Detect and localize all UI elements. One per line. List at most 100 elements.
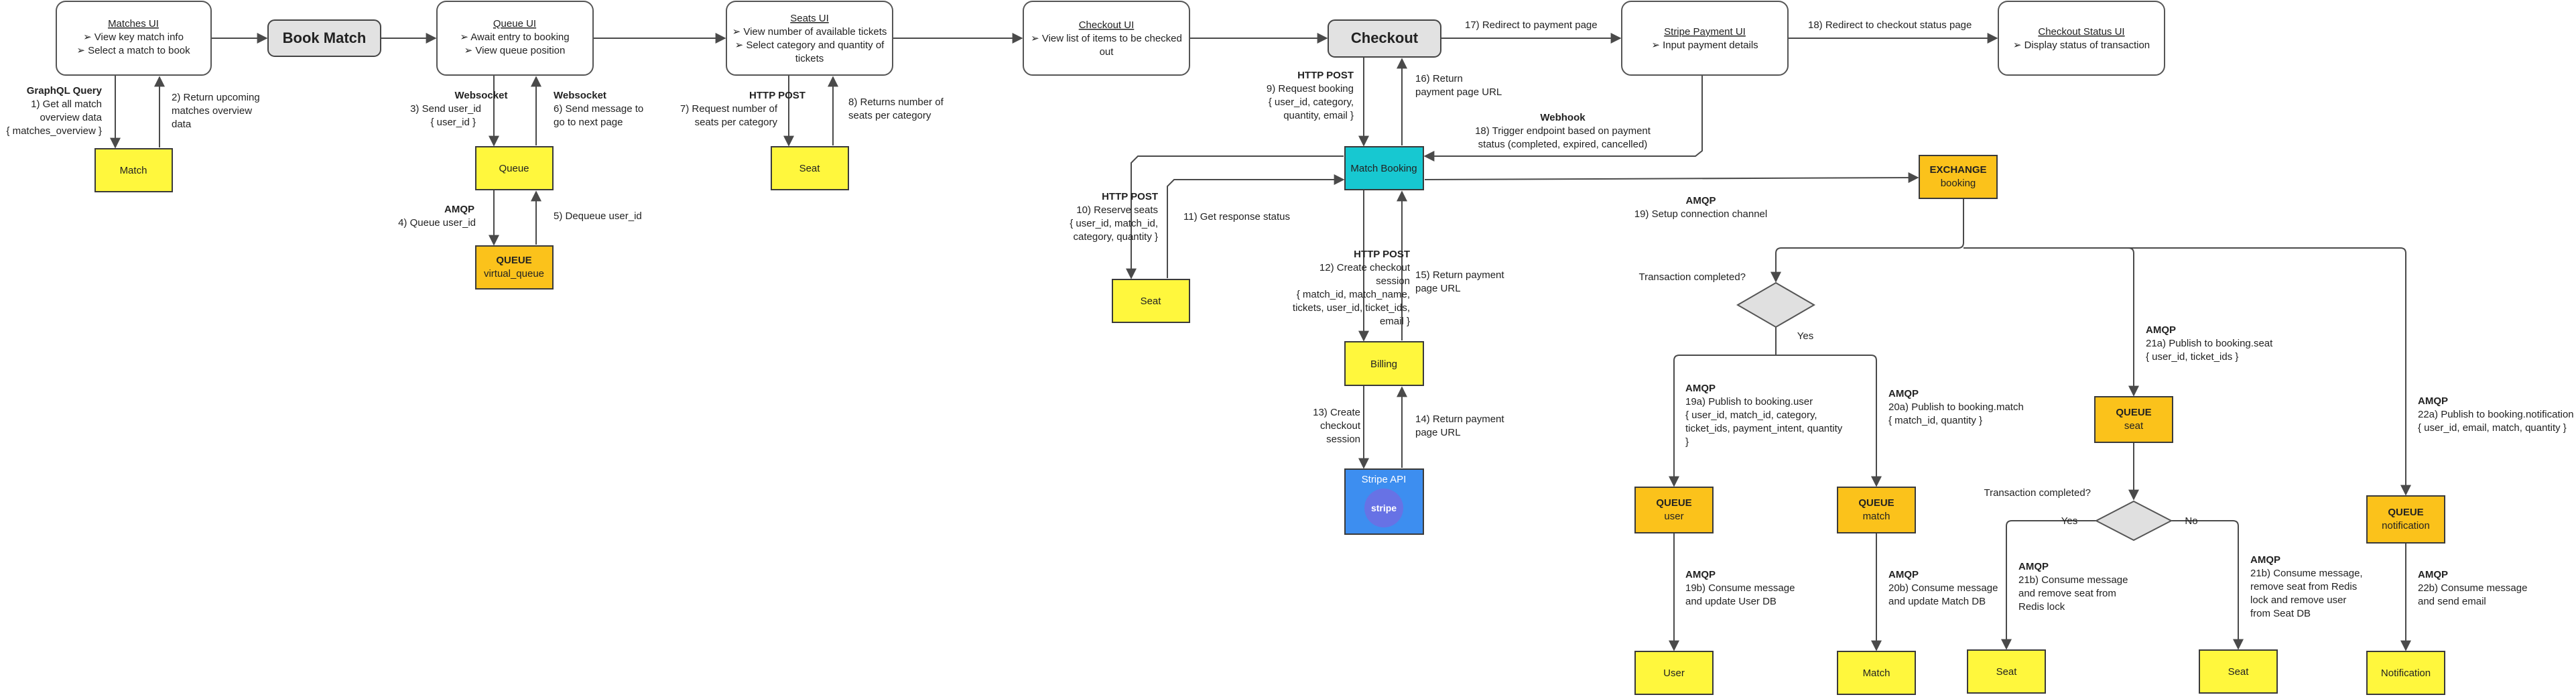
svg-text:HTTP POST: HTTP POST bbox=[1297, 70, 1354, 81]
arrow-10 bbox=[1126, 155, 1344, 279]
svg-text:and update Match DB: and update Match DB bbox=[1888, 596, 1986, 607]
edge-label-10: HTTP POST 10) Reserve seats { user_id, m… bbox=[1070, 191, 1158, 243]
checkout-ui-box[interactable]: Checkout UI ➢ View list of items to be c… bbox=[1023, 1, 1190, 76]
checkout-status-ui-box[interactable]: Checkout Status UI ➢ Display status of t… bbox=[1998, 1, 2165, 76]
seats-ui-item: ➢ View number of available tickets bbox=[732, 26, 887, 38]
queue-notification-label: QUEUE bbox=[2388, 507, 2423, 518]
svg-text:session: session bbox=[1326, 434, 1360, 445]
svg-text:15) Return payment: 15) Return payment bbox=[1415, 269, 1504, 281]
edge-label-6: Websocket 6) Send message to go to next … bbox=[554, 90, 643, 128]
svg-text:status (completed, expired, ca: status (completed, expired, cancelled) bbox=[1478, 139, 1648, 150]
svg-text:AMQP: AMQP bbox=[2418, 395, 2448, 407]
edge-label-22b: AMQP 22b) Consume message and send email bbox=[2418, 569, 2527, 607]
seats-ui-item: tickets bbox=[795, 53, 824, 64]
seat-service-no[interactable]: Seat bbox=[2199, 649, 2278, 694]
svg-text:{ user_id, match_id, category,: { user_id, match_id, category, bbox=[1685, 409, 1817, 421]
svg-text:11) Get response status: 11) Get response status bbox=[1183, 211, 1290, 223]
seat-service-no-label: Seat bbox=[2228, 666, 2250, 678]
svg-text:page URL: page URL bbox=[1415, 427, 1461, 438]
exchange-branch-a bbox=[1775, 198, 1964, 254]
svg-text:and update User DB: and update User DB bbox=[1685, 596, 1777, 607]
connectors bbox=[110, 33, 2411, 651]
stripe-api-service[interactable]: Stripe API stripe bbox=[1344, 468, 1424, 535]
match-service[interactable]: Match bbox=[94, 148, 173, 192]
edge-label-15: 15) Return payment page URL bbox=[1415, 269, 1504, 294]
svg-text:13) Create: 13) Create bbox=[1313, 407, 1360, 418]
queue-seat-name: seat bbox=[2124, 420, 2144, 432]
svg-text:{ user_id, email, match, quant: { user_id, email, match, quantity } bbox=[2418, 422, 2567, 434]
seat-service-yes-label: Seat bbox=[1996, 666, 2018, 678]
stripe-logo-text: stripe bbox=[1371, 503, 1397, 513]
decision-1-yes: Yes bbox=[1797, 330, 1813, 342]
svg-text:{ user_id, match_id,: { user_id, match_id, bbox=[1070, 218, 1158, 229]
svg-text:HTTP POST: HTTP POST bbox=[749, 90, 806, 101]
seats-ui-box[interactable]: Seats UI ➢ View number of available tick… bbox=[726, 1, 893, 76]
queue-match-name: match bbox=[1863, 511, 1890, 522]
decision-2-no: No bbox=[2185, 515, 2197, 527]
queue-user-label: QUEUE bbox=[1656, 497, 1691, 509]
arrow-19 bbox=[1424, 172, 1919, 184]
svg-text:14) Return payment: 14) Return payment bbox=[1415, 414, 1504, 425]
decision-transaction-2: Transaction completed? Yes No bbox=[1984, 487, 2198, 542]
match-booking-service[interactable]: Match Booking bbox=[1344, 146, 1424, 190]
queue-match[interactable]: QUEUE match bbox=[1837, 487, 1916, 533]
match-service-bottom[interactable]: Match bbox=[1837, 651, 1916, 695]
decision-2-yes: Yes bbox=[2061, 515, 2077, 527]
svg-text:session: session bbox=[1376, 275, 1410, 287]
seat-service-left[interactable]: Seat bbox=[1112, 279, 1190, 323]
queue-ui-box[interactable]: Queue UI ➢ Await entry to booking ➢ View… bbox=[436, 1, 594, 76]
queue-service[interactable]: Queue bbox=[475, 146, 554, 190]
svg-text:Websocket: Websocket bbox=[554, 90, 606, 101]
checkout-label: Checkout bbox=[1351, 29, 1419, 46]
svg-text:AMQP: AMQP bbox=[2250, 554, 2280, 566]
svg-text:Redis lock: Redis lock bbox=[2018, 601, 2065, 613]
svg-text:12) Create checkout: 12) Create checkout bbox=[1319, 262, 1411, 273]
matches-ui-box[interactable]: Matches UI ➢ View key match info ➢ Selec… bbox=[56, 1, 212, 76]
arrow-21b-no bbox=[2171, 520, 2244, 650]
svg-text:category, quantity }: category, quantity } bbox=[1074, 231, 1158, 243]
svg-text:21b) Consume message,: 21b) Consume message, bbox=[2250, 568, 2363, 579]
edge-label-21b-no: AMQP 21b) Consume message, remove seat f… bbox=[2250, 554, 2363, 619]
checkout-status-ui-item: ➢ Display status of transaction bbox=[2013, 40, 2150, 51]
svg-text:AMQP: AMQP bbox=[2418, 569, 2448, 580]
match-booking-label: Match Booking bbox=[1350, 163, 1417, 174]
exchange-booking[interactable]: EXCHANGE booking bbox=[1919, 155, 1998, 199]
svg-text:HTTP POST: HTTP POST bbox=[1354, 249, 1410, 260]
queue-user[interactable]: QUEUE user bbox=[1634, 487, 1714, 533]
queue-match-label: QUEUE bbox=[1858, 497, 1894, 509]
svg-text:AMQP: AMQP bbox=[2146, 324, 2176, 336]
checkout-box[interactable]: Checkout bbox=[1328, 19, 1441, 58]
decision-transaction-1: Transaction completed? Yes bbox=[1638, 271, 1815, 342]
svg-text:17) Redirect to payment page: 17) Redirect to payment page bbox=[1465, 19, 1598, 31]
edge-label-11: 11) Get response status bbox=[1183, 211, 1290, 223]
notification-service[interactable]: Notification bbox=[2366, 651, 2445, 695]
queue-notification[interactable]: QUEUE notification bbox=[2366, 495, 2445, 544]
match-service-bottom-label: Match bbox=[1863, 668, 1890, 679]
billing-service[interactable]: Billing bbox=[1344, 341, 1424, 386]
svg-text:go to next page: go to next page bbox=[554, 117, 623, 128]
seats-ui-title: Seats UI bbox=[790, 13, 829, 24]
book-match-box[interactable]: Book Match bbox=[267, 19, 381, 57]
svg-text:9) Request booking: 9) Request booking bbox=[1267, 83, 1354, 94]
svg-text:ticket_ids, payment_intent, qu: ticket_ids, payment_intent, quantity bbox=[1685, 423, 1843, 434]
edge-label-3: Websocket 3) Send user_id { user_id } bbox=[410, 90, 507, 128]
svg-text:payment page URL: payment page URL bbox=[1415, 86, 1502, 98]
virtual-queue[interactable]: QUEUE virtual_queue bbox=[475, 245, 554, 290]
seat-service[interactable]: Seat bbox=[771, 146, 849, 190]
match-service-label: Match bbox=[120, 165, 147, 176]
stripe-payment-ui-box[interactable]: Stripe Payment UI ➢ Input payment detail… bbox=[1621, 1, 1789, 76]
seat-service-yes[interactable]: Seat bbox=[1967, 649, 2046, 694]
svg-text:seats per category: seats per category bbox=[848, 110, 931, 121]
svg-text:18) Trigger endpoint based on: 18) Trigger endpoint based on payment bbox=[1475, 125, 1651, 137]
svg-text:and remove seat from: and remove seat from bbox=[2018, 588, 2116, 599]
user-service[interactable]: User bbox=[1634, 651, 1714, 695]
queue-seat[interactable]: QUEUE seat bbox=[2094, 396, 2173, 443]
svg-text:7) Request number of: 7) Request number of bbox=[680, 103, 778, 115]
edge-label-8: 8) Returns number of seats per category bbox=[848, 97, 944, 121]
seat-service-label: Seat bbox=[799, 163, 821, 174]
svg-text:matches overview: matches overview bbox=[172, 105, 252, 117]
edge-label-2: 2) Return upcoming matches overview data bbox=[172, 92, 260, 130]
edge-label-4: AMQP 4) Queue user_id bbox=[398, 204, 476, 229]
svg-text:8) Returns number of: 8) Returns number of bbox=[848, 97, 944, 108]
